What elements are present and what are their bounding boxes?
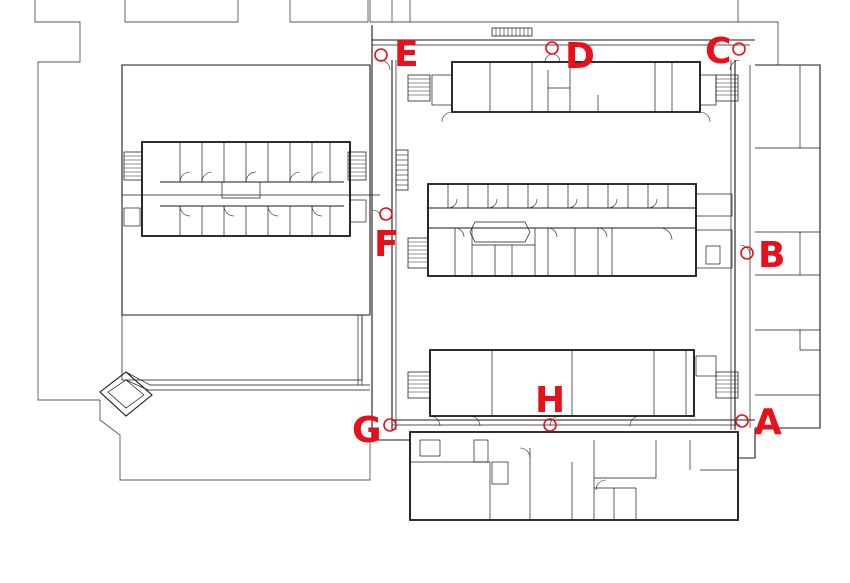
entrance-e-marker [374,48,388,62]
south-block [392,349,755,426]
entrance-d-label: D [565,36,595,77]
central-stair-west [407,237,429,269]
entrance-b-marker [740,246,754,260]
entrance-c-marker [732,42,746,56]
entrance-g-label: G [352,410,382,451]
entrance-a-marker [735,414,749,428]
entrance-markers: A B C D E F G H [352,31,785,451]
entrance-c-label: C [705,31,731,72]
entrance-e-label: E [394,34,419,75]
south-stair-west [407,371,431,399]
entrance-g-marker [383,418,397,432]
west-stair-1 [123,151,143,181]
corridor-stair [395,149,409,191]
roof-hatch [491,27,533,37]
site-outline [34,0,779,481]
entrance-d-marker [545,41,559,55]
entrance-h-marker [543,418,557,432]
entrance-h-label: H [535,380,565,421]
west-stair-2 [347,151,367,181]
north-stair-west [407,74,431,102]
south-stair-east [715,371,739,399]
south-annex [409,431,739,521]
entrance-f-label: F [374,224,399,265]
main-building-shell [371,25,821,521]
entrance-a-label: A [754,402,782,443]
entrance-f-marker [379,207,393,221]
entrance-b-label: B [758,235,785,276]
central-block [407,183,733,277]
west-wing [99,64,380,417]
door-swings [179,53,751,491]
